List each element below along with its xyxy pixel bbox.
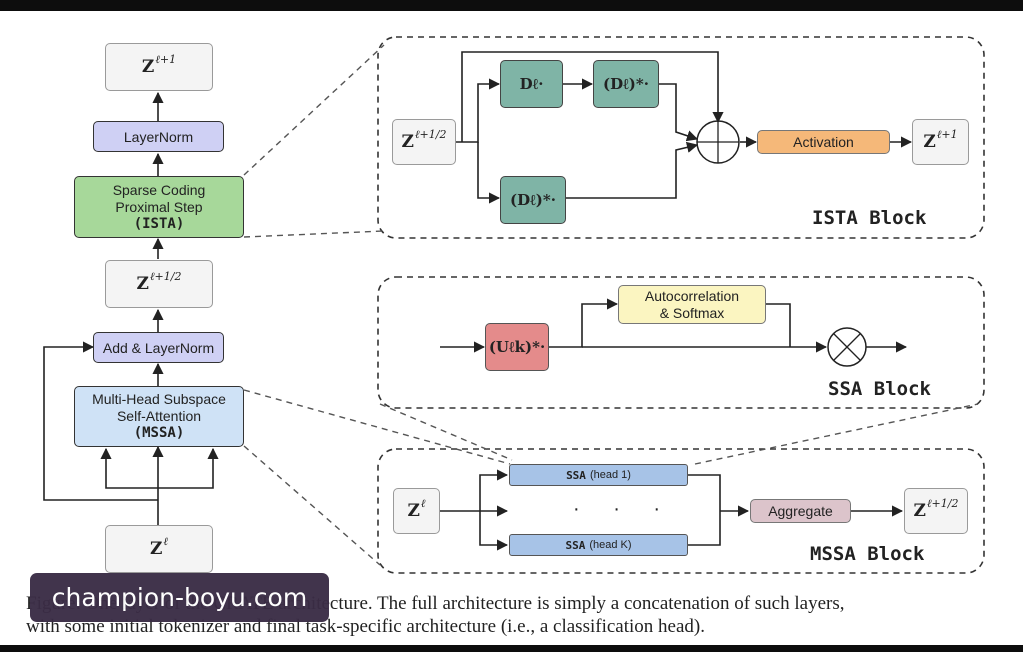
add-layernorm-box: Add & LayerNorm: [93, 332, 224, 363]
ssa-headk-suffix: (head K): [589, 539, 632, 551]
mssa-input-sup: ℓ: [420, 496, 426, 510]
ssa-headk-name: SSA: [565, 538, 586, 552]
u-op-label: (Uℓk)*·: [488, 337, 546, 356]
ssa-headk-box: SSA(head K): [509, 534, 688, 556]
ista-block-label: ISTA Block: [812, 207, 927, 229]
watermark-badge: champion-boyu.com: [30, 573, 329, 622]
mssa-line3: (MSSA): [133, 425, 185, 441]
head-dots: · · ·: [573, 498, 675, 520]
mssa-box: Multi-Head Subspace Self-Attention (MSSA…: [74, 386, 244, 447]
ista-input-base: Z: [401, 132, 414, 152]
z-in-sup: ℓ: [163, 534, 168, 548]
ista-line2: Proximal Step: [115, 198, 203, 215]
activation-label: Activation: [793, 134, 854, 150]
ista-output-sup: ℓ+1: [936, 127, 958, 141]
activation-box: Activation: [757, 130, 890, 154]
autocorr-line2: & Softmax: [659, 304, 725, 321]
dstar-op-bottom-box: (Dℓ)*·: [500, 176, 566, 224]
ssa-head1-name: SSA: [566, 468, 586, 482]
z-half-sup: ℓ+1/2: [149, 269, 182, 283]
dstar-op-top-box: (Dℓ)*·: [593, 60, 659, 108]
dstar-op-bottom-label: (Dℓ)*·: [510, 190, 556, 209]
aggregate-label: Aggregate: [768, 503, 833, 519]
mssa-input-base: Z: [407, 501, 420, 521]
ista-line3: (ISTA): [133, 215, 185, 232]
z-out-base: Z: [141, 57, 155, 77]
mssa-output-sup: ℓ+1/2: [926, 496, 959, 510]
autocorr-box: Autocorrelation & Softmax: [618, 285, 766, 324]
mssa-line2: Self-Attention: [116, 408, 202, 424]
d-op-box: Dℓ·: [500, 60, 563, 108]
top-border: [0, 0, 1023, 11]
ssa-head1-suffix: (head 1): [589, 469, 631, 481]
mssa-output-base: Z: [913, 501, 926, 521]
z-out-sup: ℓ+1: [155, 52, 177, 66]
mssa-block-frame: [377, 448, 985, 574]
mssa-line1: Multi-Head Subspace: [92, 391, 226, 407]
layernorm-label: LayerNorm: [123, 128, 194, 145]
ista-line1: Sparse Coding: [112, 181, 206, 198]
aggregate-box: Aggregate: [750, 499, 851, 523]
autocorr-line1: Autocorrelation: [644, 287, 740, 304]
ista-output-base: Z: [923, 132, 936, 152]
ista-input-sup: ℓ+1/2: [414, 127, 447, 141]
add-layernorm-label: Add & LayerNorm: [102, 339, 215, 356]
d-op-label: Dℓ·: [519, 74, 544, 93]
watermark-text: champion-boyu.com: [51, 583, 308, 612]
z-half-base: Z: [136, 274, 149, 294]
ssa-block-frame: [377, 276, 985, 409]
dstar-op-top-label: (Dℓ)*·: [603, 74, 649, 93]
u-op-box: (Uℓk)*·: [485, 323, 549, 371]
z-in-base: Z: [149, 539, 163, 559]
ssa-block-label: SSA Block: [828, 378, 931, 400]
mssa-block-label: MSSA Block: [810, 543, 925, 565]
layernorm-box: LayerNorm: [93, 121, 224, 152]
bottom-border: [0, 645, 1023, 652]
ssa-head1-box: SSA(head 1): [509, 464, 688, 486]
ista-step-box: Sparse Coding Proximal Step (ISTA): [74, 176, 244, 238]
